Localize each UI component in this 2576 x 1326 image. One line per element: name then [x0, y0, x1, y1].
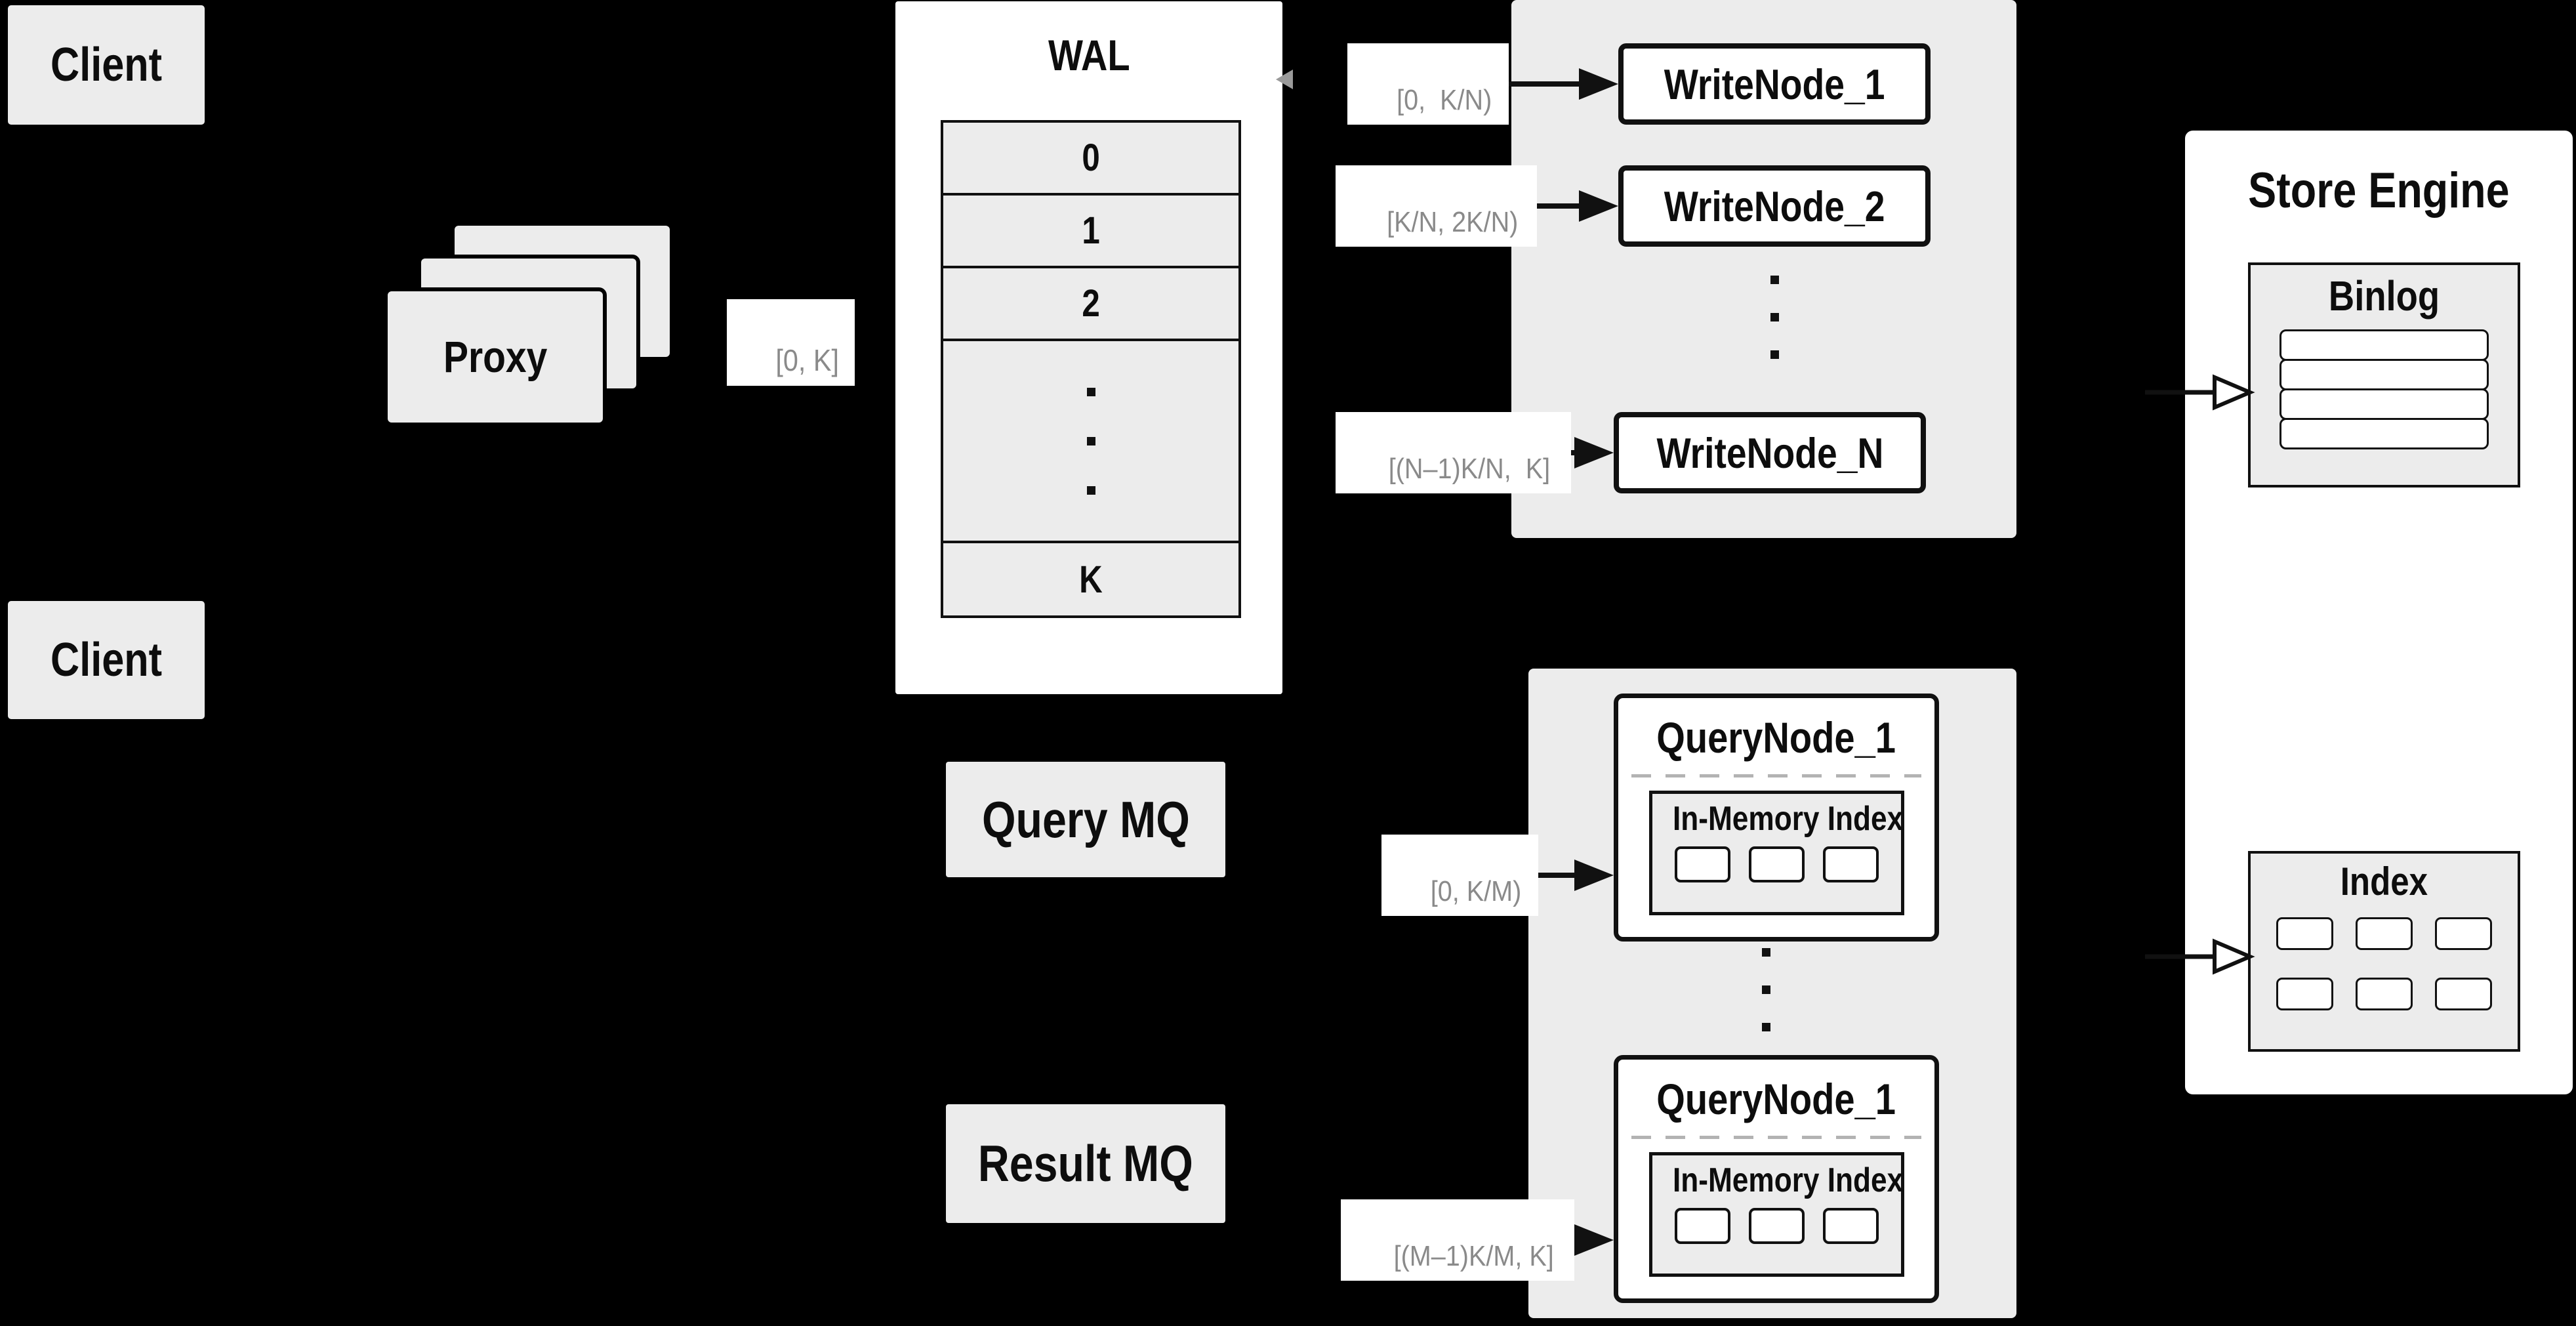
index-title: Index [2340, 860, 2428, 903]
query-node-bottom: QueryNode_1 In-Memory Index [1614, 1055, 1939, 1303]
index-cell [2356, 917, 2413, 950]
index-cell [2435, 917, 2492, 950]
binlog-segment [2280, 418, 2489, 449]
query-node-top: QueryNode_1 In-Memory Index [1614, 694, 1939, 942]
proxy-label: Proxy [443, 332, 548, 382]
index-cell [1822, 1208, 1879, 1244]
write-nodes-ellipsis-dots [1770, 276, 1779, 359]
binlog-box: Binlog [2248, 262, 2520, 487]
dashed-divider [1631, 1136, 1921, 1139]
wal-box: WAL 0 1 2 K [895, 1, 1282, 694]
binlog-segment [2280, 359, 2489, 390]
client-top-box: Client [8, 5, 205, 125]
index-cell [2276, 978, 2333, 1010]
in-memory-index-box-top: In-Memory Index [1648, 791, 1904, 915]
write-node-1: WriteNode_1 [1618, 43, 1931, 125]
index-cell [1822, 846, 1879, 882]
index-box: Index [2248, 851, 2520, 1052]
query-nodes-ellipsis-dots [1762, 948, 1770, 1031]
range-label-write-n: [(N–1)K/N, K] [1336, 412, 1571, 493]
query-mq-box: Query MQ [946, 762, 1225, 877]
query-node-bottom-title: QueryNode_1 [1656, 1075, 1896, 1123]
wal-row-2: 2 [941, 266, 1241, 341]
write-node-2: WriteNode_2 [1618, 165, 1931, 247]
range-label-write-2: [K/N, 2K/N) [1336, 165, 1538, 247]
in-memory-index-cells [1652, 1208, 1901, 1244]
wal-row-1: 1 [941, 193, 1241, 268]
index-cell [2276, 917, 2333, 950]
index-cell [1674, 1208, 1730, 1244]
in-memory-index-title: In-Memory Index [1672, 1161, 1903, 1199]
wal-ellipsis-dots [1086, 387, 1095, 495]
in-memory-index-cells [1652, 846, 1901, 882]
query-node-top-title: QueryNode_1 [1656, 713, 1896, 762]
index-cell [2435, 978, 2492, 1010]
write-node-n: WriteNode_N [1614, 412, 1926, 493]
range-label-proxy-wal: [0, K] [727, 299, 855, 386]
index-cell [2356, 978, 2413, 1010]
binlog-segments [2280, 329, 2489, 449]
binlog-segment [2280, 329, 2489, 361]
index-cell [1674, 846, 1730, 882]
index-cells-row-2 [2251, 978, 2518, 1010]
store-engine-box: Store Engine Binlog Index [2185, 131, 2573, 1094]
wal-row-ellipsis [941, 339, 1241, 543]
client-bottom-label: Client [50, 634, 162, 686]
wal-row-k: K [941, 541, 1241, 618]
range-label-query-bottom: [(M–1)K/M, K] [1341, 1199, 1575, 1281]
wal-title: WAL [1048, 31, 1130, 79]
binlog-title: Binlog [2328, 272, 2440, 320]
index-cell [1748, 1208, 1805, 1244]
client-top-label: Client [50, 39, 162, 91]
result-mq-box: Result MQ [946, 1104, 1225, 1223]
dashed-divider [1631, 774, 1921, 777]
client-bottom-box: Client [8, 601, 205, 719]
wal-log-table: 0 1 2 K [941, 120, 1241, 618]
in-memory-index-box-bottom: In-Memory Index [1648, 1152, 1904, 1277]
proxy-card-front: Proxy [384, 287, 607, 426]
store-engine-title: Store Engine [2248, 163, 2510, 218]
index-cells-row-1 [2251, 917, 2518, 950]
index-cell [1748, 846, 1805, 882]
range-label-query-top: [0, K/M) [1381, 835, 1538, 916]
binlog-segment [2280, 388, 2489, 420]
wal-row-0: 0 [941, 120, 1241, 196]
in-memory-index-title: In-Memory Index [1672, 800, 1903, 838]
range-label-write-1: [0, K/N) [1347, 43, 1509, 125]
